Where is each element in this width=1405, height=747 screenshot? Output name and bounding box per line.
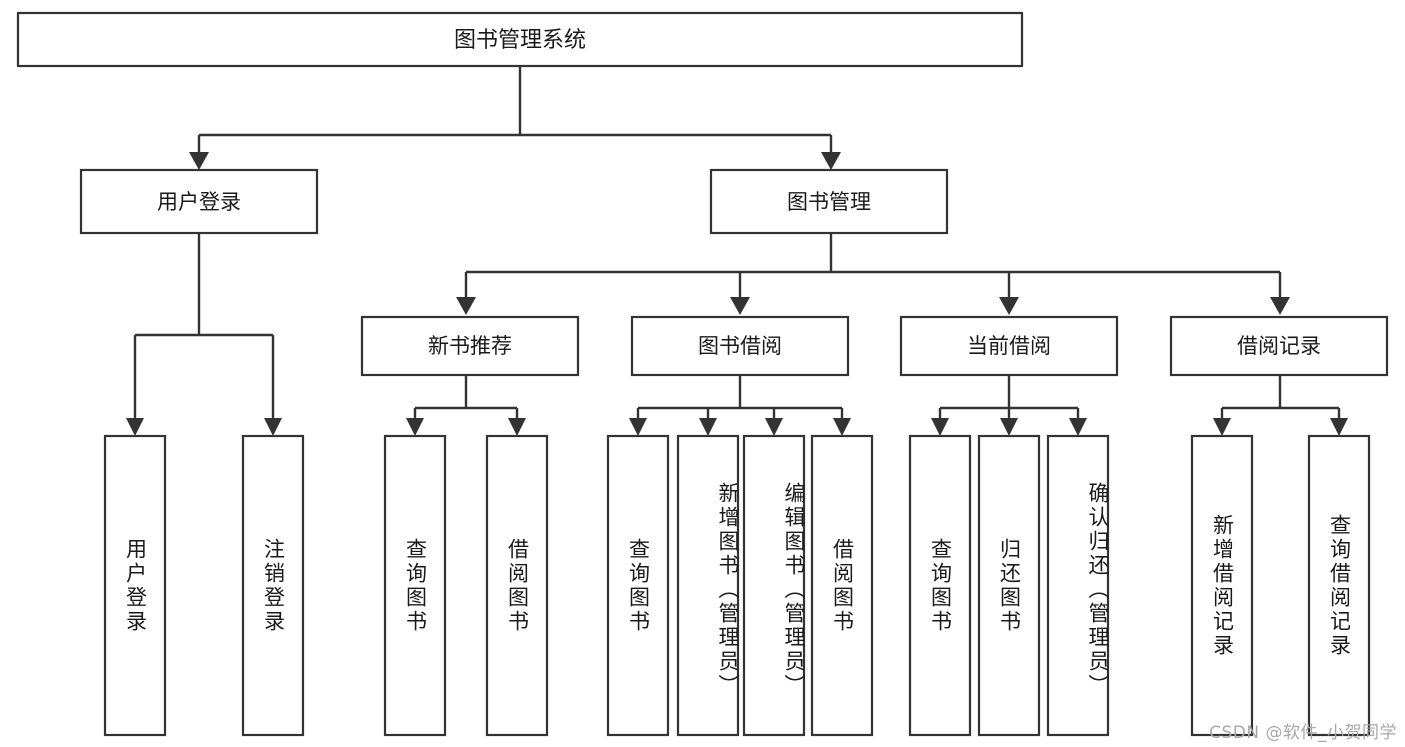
leaf-boxes bbox=[103, 434, 1371, 737]
arrowhead-root-to-book-manage bbox=[821, 152, 841, 170]
node-user-login[interactable]: 用户登录 bbox=[79, 168, 319, 235]
leaf-box-query-book-2[interactable] bbox=[606, 434, 670, 737]
arrowhead-root-to-user-login bbox=[189, 152, 209, 170]
leaf-box-confirm-return[interactable] bbox=[1046, 434, 1110, 737]
leaf-box-add-record[interactable] bbox=[1190, 434, 1254, 737]
arrowhead-bm-to-current-borrow bbox=[999, 297, 1019, 315]
arrowhead-bm-to-book-borrow bbox=[730, 297, 750, 315]
connector-group-user-login bbox=[126, 233, 282, 436]
arrowhead-cb-to-confirm bbox=[1069, 418, 1087, 436]
leaf-box-borrow-book-1[interactable] bbox=[485, 434, 549, 737]
node-user-login-box[interactable] bbox=[79, 168, 319, 235]
leaf-box-logout[interactable] bbox=[241, 434, 305, 737]
arrowhead-bb-to-add bbox=[699, 418, 717, 436]
arrowhead-bb-to-borrow bbox=[833, 418, 851, 436]
node-new-book-rec-label: 新书推荐 bbox=[428, 334, 512, 358]
arrowhead-bm-to-borrow-record bbox=[1270, 297, 1290, 315]
arrowhead-ul-to-leaf-logout bbox=[264, 418, 282, 436]
arrowhead-br-to-add bbox=[1213, 418, 1231, 436]
arrowhead-ul-to-leaf-user-login bbox=[126, 418, 144, 436]
connector-group-root bbox=[189, 66, 841, 170]
leaf-box-query-record[interactable] bbox=[1307, 434, 1371, 737]
arrowhead-bb-to-edit bbox=[765, 418, 783, 436]
node-book-borrow[interactable]: 图书借阅 bbox=[630, 315, 850, 377]
node-book-borrow-box[interactable] bbox=[630, 315, 850, 377]
leaf-box-add-book[interactable] bbox=[676, 434, 740, 737]
node-current-borrow[interactable]: 当前借阅 bbox=[899, 315, 1119, 377]
connector-group-new-book-rec bbox=[406, 375, 526, 436]
connector-group-book-borrow bbox=[629, 375, 851, 436]
leaf-box-borrow-book-2[interactable] bbox=[810, 434, 874, 737]
connector-group-borrow-record bbox=[1213, 375, 1348, 436]
node-new-book-rec[interactable]: 新书推荐 bbox=[360, 315, 580, 377]
node-new-book-rec-box[interactable] bbox=[360, 315, 580, 377]
connector-group-current-borrow bbox=[931, 375, 1087, 436]
leaf-box-query-book-1[interactable] bbox=[383, 434, 447, 737]
node-current-borrow-box[interactable] bbox=[899, 315, 1119, 377]
arrowhead-nbr-to-borrow bbox=[508, 418, 526, 436]
node-book-manage[interactable]: 图书管理 bbox=[709, 168, 949, 235]
node-borrow-record-box[interactable] bbox=[1169, 315, 1389, 377]
leaf-box-user-login[interactable] bbox=[103, 434, 167, 737]
arrowhead-bb-to-query bbox=[629, 418, 647, 436]
arrowhead-br-to-query bbox=[1330, 418, 1348, 436]
connector-group-book-manage bbox=[456, 233, 1290, 315]
leaf-box-return-book[interactable] bbox=[977, 434, 1041, 737]
leaf-box-query-book-3[interactable] bbox=[908, 434, 972, 737]
node-book-manage-label: 图书管理 bbox=[787, 190, 871, 214]
arrowhead-cb-to-query bbox=[931, 418, 949, 436]
node-book-borrow-label: 图书借阅 bbox=[698, 334, 782, 358]
arrowhead-nbr-to-query bbox=[406, 418, 424, 436]
leaf-box-edit-book[interactable] bbox=[742, 434, 806, 737]
node-book-manage-box[interactable] bbox=[709, 168, 949, 235]
csdn-watermark: CSDN @软件_小贺同学 bbox=[1209, 723, 1397, 743]
node-root[interactable]: 图书管理系统 bbox=[16, 11, 1024, 68]
node-root-label: 图书管理系统 bbox=[454, 28, 586, 53]
node-borrow-record-label: 借阅记录 bbox=[1237, 334, 1321, 358]
node-user-login-label: 用户登录 bbox=[157, 190, 241, 214]
node-borrow-record[interactable]: 借阅记录 bbox=[1169, 315, 1389, 377]
arrowhead-cb-to-return bbox=[1000, 418, 1018, 436]
node-root-box[interactable] bbox=[16, 11, 1024, 68]
arrowhead-bm-to-new-book-rec bbox=[456, 297, 476, 315]
node-current-borrow-label: 当前借阅 bbox=[967, 334, 1051, 358]
